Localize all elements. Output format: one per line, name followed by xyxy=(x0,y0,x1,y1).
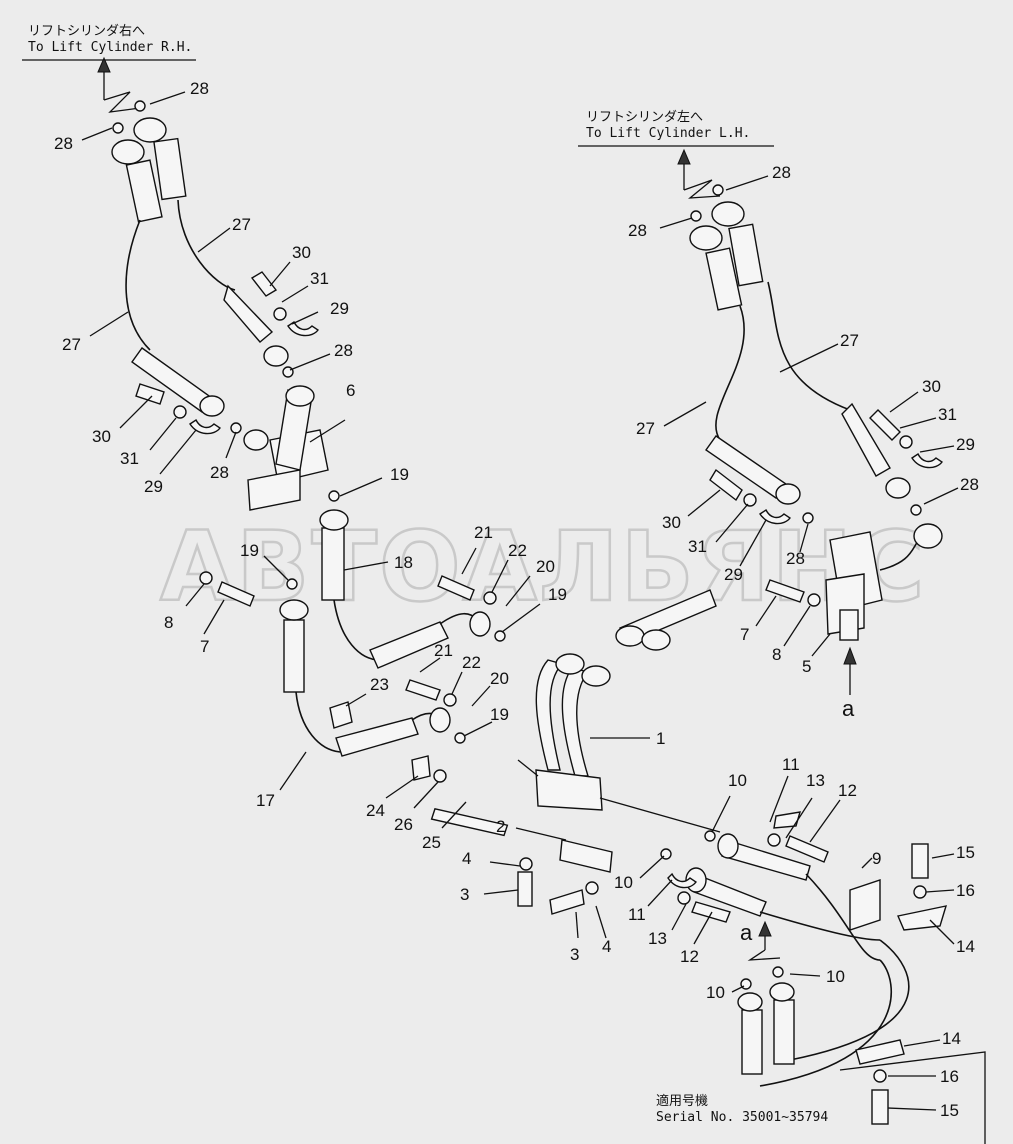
callout-c63: 30 xyxy=(662,513,681,532)
caption-rh: リフトシリンダ右へ To Lift Cylinder R.H. xyxy=(28,24,192,56)
callout-c53: 16 xyxy=(940,1067,959,1086)
callout-c62: 28 xyxy=(960,475,979,494)
callout-c26: 23 xyxy=(370,675,389,694)
callout-c64: 31 xyxy=(688,537,707,556)
callout-c55: 28 xyxy=(772,163,791,182)
view-label-a-right: a xyxy=(842,696,855,721)
caption-rh-en: To Lift Cylinder R.H. xyxy=(28,40,193,55)
callout-c46: 9 xyxy=(872,849,881,868)
callout-c4: 27 xyxy=(62,335,81,354)
caption-rh-jp: リフトシリンダ右へ xyxy=(28,24,146,39)
view-label-a-bottom: a xyxy=(740,920,753,945)
callout-c28: 1 xyxy=(656,729,665,748)
callout-c57: 27 xyxy=(840,331,859,350)
callout-c14: 19 xyxy=(390,465,409,484)
callout-c30: 24 xyxy=(366,801,385,820)
caption-serial-en: Serial No. 35001~35794 xyxy=(656,1110,829,1125)
callout-c8: 28 xyxy=(334,341,353,360)
callout-c15: 19 xyxy=(240,541,259,560)
callout-c44: 13 xyxy=(648,929,667,948)
callout-c60: 31 xyxy=(938,405,957,424)
caption-serial-frame xyxy=(839,1051,986,1144)
arrow-to-lh-cylinder xyxy=(677,148,721,199)
callout-leaders xyxy=(81,91,959,1111)
callout-c21: 20 xyxy=(536,557,555,576)
callout-labels: 28 28 27 27 30 31 29 28 6 30 31 29 28 19… xyxy=(54,79,979,1120)
callout-c54: 15 xyxy=(940,1101,959,1120)
rh-hose-assembly xyxy=(111,100,329,511)
callout-c7: 29 xyxy=(330,299,349,318)
callout-c10: 30 xyxy=(92,427,111,446)
callout-c17: 8 xyxy=(164,613,173,632)
callout-c37: 4 xyxy=(602,937,611,956)
callout-c42: 12 xyxy=(838,781,857,800)
callout-c25: 20 xyxy=(490,669,509,688)
callout-c67: 7 xyxy=(740,625,749,644)
callout-c3: 27 xyxy=(232,215,251,234)
arrow-to-rh-cylinder xyxy=(97,56,141,113)
callout-c5: 30 xyxy=(292,243,311,262)
callout-c61: 29 xyxy=(956,435,975,454)
callout-c19: 21 xyxy=(474,523,493,542)
callout-c11: 31 xyxy=(120,449,139,468)
callout-c18: 7 xyxy=(200,637,209,656)
callout-c47: 15 xyxy=(956,843,975,862)
callout-c48: 16 xyxy=(956,881,975,900)
callout-c29: 17 xyxy=(256,791,275,810)
callout-c22: 19 xyxy=(548,585,567,604)
callout-c33: 2 xyxy=(496,817,505,836)
callout-c36: 3 xyxy=(570,945,579,964)
callout-c35: 3 xyxy=(460,885,469,904)
callout-c31: 26 xyxy=(394,815,413,834)
callout-c40: 11 xyxy=(782,755,800,774)
callout-c27: 19 xyxy=(490,705,509,724)
callout-c52: 14 xyxy=(942,1029,961,1048)
callout-c50: 10 xyxy=(706,983,725,1002)
callout-c45: 12 xyxy=(680,947,699,966)
callout-c66: 28 xyxy=(786,549,805,568)
callout-c1: 28 xyxy=(190,79,209,98)
callout-c59: 30 xyxy=(922,377,941,396)
callout-c20: 22 xyxy=(508,541,527,560)
lh-hose-assembly xyxy=(689,184,944,641)
callout-c38: 10 xyxy=(614,873,633,892)
callout-c23: 21 xyxy=(434,641,453,660)
view-arrow-a-bottom xyxy=(747,920,781,961)
callout-c68: 8 xyxy=(772,645,781,664)
center-manifold-assembly xyxy=(199,490,721,915)
callout-c58: 27 xyxy=(636,419,655,438)
callout-c51: 10 xyxy=(826,967,845,986)
callout-c49: 14 xyxy=(956,937,975,956)
bottom-right-hose-assembly xyxy=(660,811,948,1125)
callout-c65: 29 xyxy=(724,565,743,584)
callout-c12: 29 xyxy=(144,477,163,496)
callout-c16: 18 xyxy=(394,553,413,572)
callout-c43: 11 xyxy=(628,905,646,924)
caption-lh-en: To Lift Cylinder L.H. xyxy=(586,126,751,141)
view-arrow-a-right xyxy=(843,646,857,695)
caption-serial-jp: 適用号機 xyxy=(656,1094,709,1109)
callout-c69: 5 xyxy=(802,657,811,676)
callout-c32: 25 xyxy=(422,833,441,852)
callout-c13: 28 xyxy=(210,463,229,482)
callout-c9: 6 xyxy=(346,381,355,400)
callout-c6: 31 xyxy=(310,269,329,288)
callout-c41: 13 xyxy=(806,771,825,790)
callout-c2: 28 xyxy=(54,134,73,153)
callout-c24: 22 xyxy=(462,653,481,672)
callout-c56: 28 xyxy=(628,221,647,240)
callout-c39: 10 xyxy=(728,771,747,790)
caption-lh-jp: リフトシリンダ左へ xyxy=(586,110,704,125)
caption-serial: 適用号機 Serial No. 35001~35794 xyxy=(656,1094,828,1126)
callout-c34: 4 xyxy=(462,849,471,868)
caption-lh: リフトシリンダ左へ To Lift Cylinder L.H. xyxy=(586,110,750,142)
